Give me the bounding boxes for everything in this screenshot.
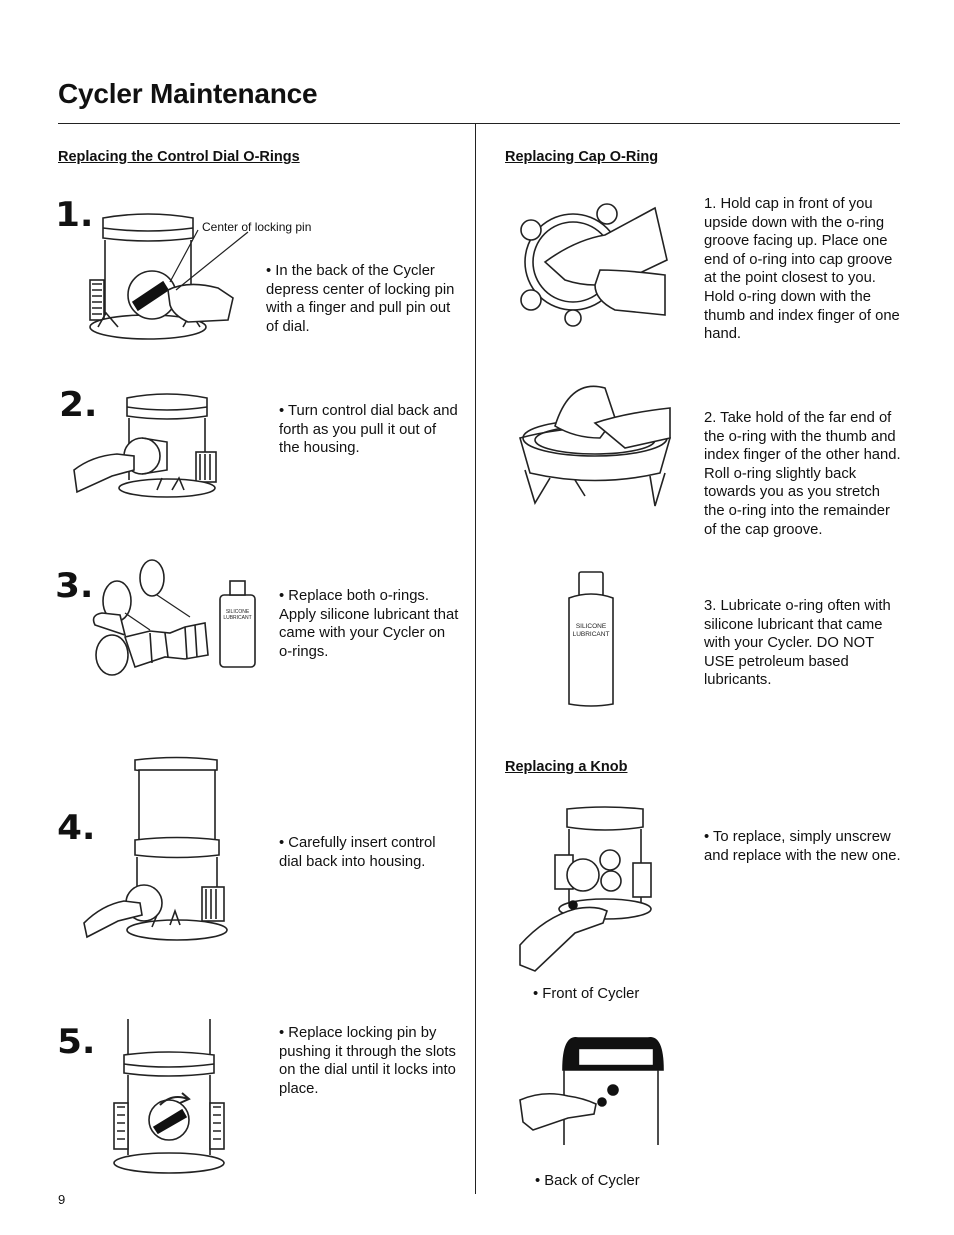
step-3-text: • Replace both o-rings. Apply silicone l… xyxy=(279,588,459,660)
step-3-number: 3. xyxy=(55,566,94,606)
bottle-label-line2: LUBRICANT xyxy=(223,615,251,621)
bottle-label-large-line1: SILICONE xyxy=(576,623,607,630)
step-5-text: • Replace locking pin by pushing it thro… xyxy=(279,1025,456,1097)
bottle-label-line1: SILICONE xyxy=(226,609,250,615)
step-5-number: 5. xyxy=(57,1022,96,1062)
column-divider xyxy=(475,124,476,1194)
cap-step-2-illustration xyxy=(519,385,671,507)
step-4-number: 4. xyxy=(57,808,96,848)
title-rule xyxy=(58,123,900,124)
step-1-illustration xyxy=(89,213,249,340)
step-5-illustration xyxy=(113,1019,225,1174)
step-1-text: • In the back of the Cycler depress cent… xyxy=(266,263,455,335)
step-4-text: • Carefully insert control dial back int… xyxy=(279,835,436,870)
knob-back-illustration xyxy=(519,1037,664,1145)
knob-text: • To replace, simply unscrew and replace… xyxy=(704,829,901,864)
section-heading-dial-orings: Replacing the Control Dial O-Rings xyxy=(58,149,300,165)
front-of-cycler-caption: • Front of Cycler xyxy=(533,986,640,1002)
section-heading-knob: Replacing a Knob xyxy=(505,759,628,775)
step-2-number: 2. xyxy=(59,385,98,425)
cap-step-2-text: 2. Take hold of the far end of the o-rin… xyxy=(704,410,901,538)
cap-step-1-illustration xyxy=(520,203,668,327)
page-number: 9 xyxy=(58,1192,66,1207)
section-heading-cap-oring: Replacing Cap O-Ring xyxy=(505,149,659,165)
bottle-label-large-line2: LUBRICANT xyxy=(573,631,610,638)
knob-front-illustration xyxy=(519,806,652,972)
step-2-illustration xyxy=(73,393,217,498)
back-of-cycler-caption: • Back of Cycler xyxy=(535,1173,640,1189)
step-2-text: • Turn control dial back and forth as yo… xyxy=(279,403,458,457)
lubricant-bottle-illustration: SILICONE LUBRICANT xyxy=(568,571,614,707)
cap-step-1-text: 1. Hold cap in front of you upside down … xyxy=(704,196,900,343)
step-1-number: 1. xyxy=(55,195,94,235)
cap-step-3-text: 3. Lubricate o-ring often with silicone … xyxy=(704,598,891,689)
page-title: Cycler Maintenance xyxy=(58,78,318,109)
locking-pin-callout: Center of locking pin xyxy=(202,220,312,234)
step-3-illustration: SILICONE LUBRICANT xyxy=(92,559,256,676)
step-4-illustration xyxy=(83,756,228,941)
